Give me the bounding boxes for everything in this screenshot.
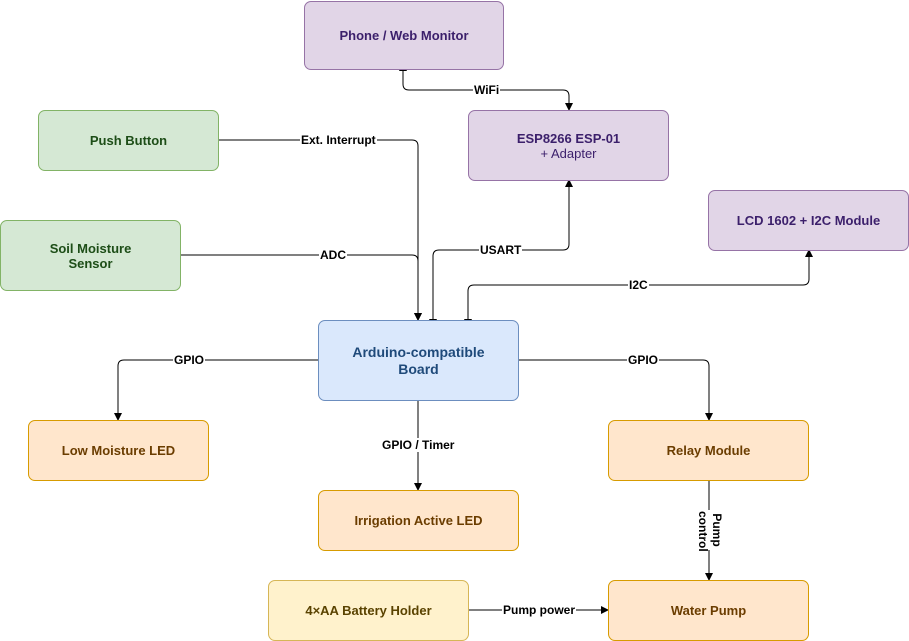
edge-adc bbox=[180, 254, 422, 321]
node-label: Soil Moisture Sensor bbox=[49, 240, 132, 271]
edge-label-pump-control: Pump control bbox=[696, 510, 724, 552]
edge-label-gpio-left: GPIO bbox=[173, 353, 206, 367]
node-label: Irrigation Active LED bbox=[354, 513, 483, 528]
node-low-moisture-led: Low Moisture LED bbox=[28, 420, 209, 481]
node-label: LCD 1602 + I2C Module bbox=[736, 213, 881, 228]
node-lcd-module: LCD 1602 + I2C Module bbox=[708, 190, 909, 251]
edge-label-interrupt: Ext. Interrupt bbox=[300, 133, 377, 147]
node-label: Low Moisture LED bbox=[61, 443, 176, 458]
edge-label-adc: ADC bbox=[319, 248, 347, 262]
edge-label-usart: USART bbox=[479, 243, 523, 257]
node-label: Relay Module bbox=[666, 443, 751, 458]
node-sublabel: + Adapter bbox=[540, 145, 597, 161]
node-label: 4×AA Battery Holder bbox=[305, 603, 432, 618]
edge-label-wifi: WiFi bbox=[473, 83, 501, 97]
edge-label-i2c: I2C bbox=[628, 278, 649, 292]
node-arduino-board: Arduino-compatible Board bbox=[318, 320, 519, 401]
node-label: Arduino-compatible Board bbox=[352, 343, 485, 377]
edge-label-gpio-right: GPIO bbox=[627, 353, 660, 367]
edge-label-gpio-timer: GPIO / Timer bbox=[381, 438, 456, 452]
node-water-pump: Water Pump bbox=[608, 580, 809, 641]
node-phone-web-monitor: Phone / Web Monitor bbox=[304, 1, 504, 70]
node-label: ESP8266 ESP-01 bbox=[516, 130, 621, 146]
node-irrigation-active-led: Irrigation Active LED bbox=[318, 490, 519, 551]
edge-interrupt bbox=[218, 139, 422, 321]
node-label: Phone / Web Monitor bbox=[339, 28, 469, 43]
node-label: Push Button bbox=[89, 133, 168, 148]
node-push-button: Push Button bbox=[38, 110, 219, 171]
edge-gpio-left bbox=[114, 359, 318, 421]
node-esp8266: ESP8266 ESP-01 + Adapter bbox=[468, 110, 669, 181]
edge-label-pump-power: Pump power bbox=[502, 603, 577, 617]
node-soil-moisture-sensor: Soil Moisture Sensor bbox=[0, 220, 181, 291]
node-label: Water Pump bbox=[670, 603, 747, 618]
edge-gpio-right bbox=[518, 359, 713, 421]
node-relay-module: Relay Module bbox=[608, 420, 809, 481]
node-battery-holder: 4×AA Battery Holder bbox=[268, 580, 469, 641]
